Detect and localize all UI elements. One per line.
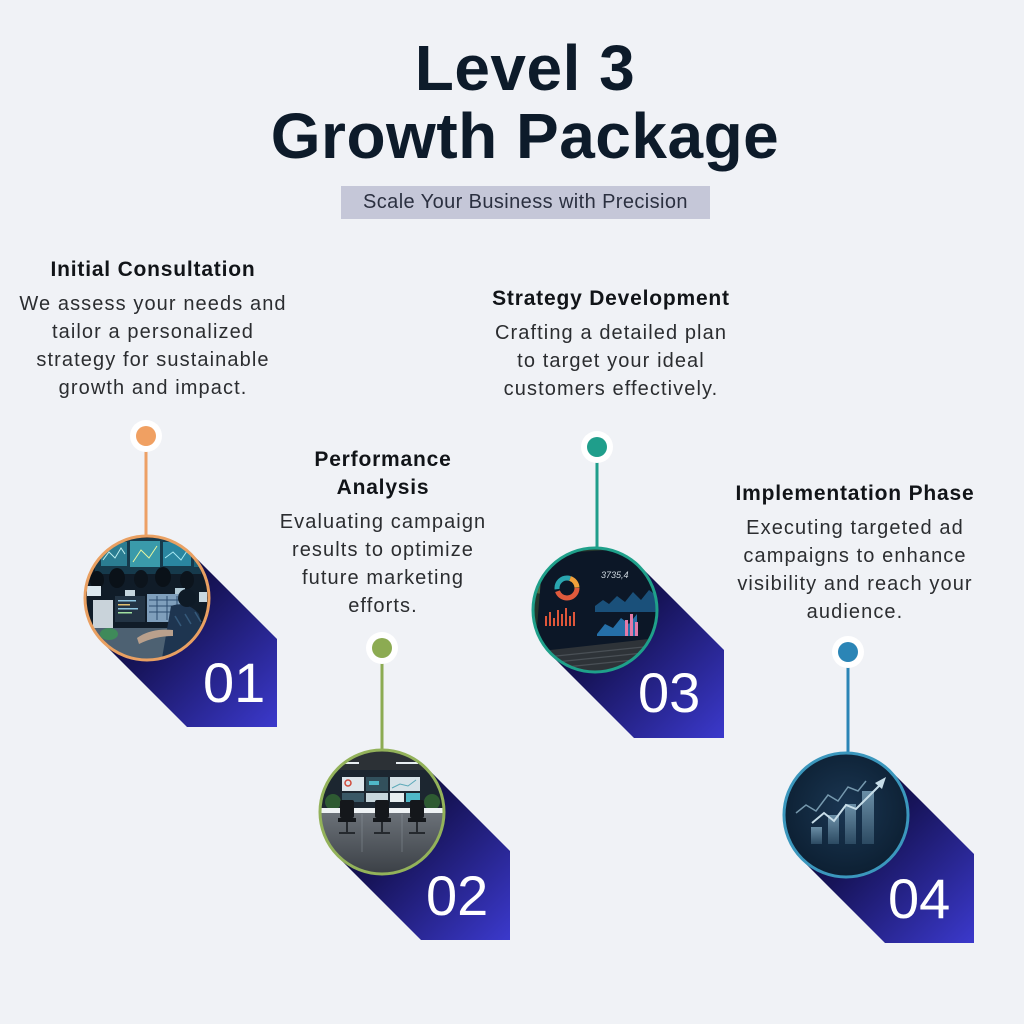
step-4-text: Implementation Phase Executing targeted … xyxy=(705,480,1005,626)
step-2-description-line: Evaluating campaign xyxy=(279,511,487,533)
step-3-number: 03 xyxy=(638,661,701,724)
step-2-number: 02 xyxy=(426,864,489,927)
page-title-line-1: Level 3 xyxy=(414,32,636,104)
step-1-number: 01 xyxy=(203,651,266,714)
step-4-graphic xyxy=(782,636,974,943)
step-3-title-line: Strategy Development xyxy=(492,287,730,310)
step-1-description-line: tailor a personalized xyxy=(51,321,255,343)
step-1-description-line: growth and impact. xyxy=(58,377,248,399)
step-3-image-ring xyxy=(531,546,659,674)
step-1-graphic xyxy=(83,420,277,727)
step-2-title: Performance Analysis xyxy=(233,446,533,502)
page-title-line-2: Growth Package xyxy=(270,100,780,172)
step-2-title-line: Analysis xyxy=(336,476,430,499)
step-4-number: 04 xyxy=(888,867,951,930)
step-4-title: Implementation Phase xyxy=(705,480,1005,508)
step-2-graphic xyxy=(318,632,510,940)
step-4-title-line: Implementation Phase xyxy=(735,482,975,505)
step-1-marker-dot xyxy=(130,420,162,452)
step-2-text: Performance Analysis Evaluating campaign… xyxy=(233,446,533,620)
step-1-image-ring xyxy=(83,534,211,662)
step-4-description-line: audience. xyxy=(806,601,904,623)
step-1-text: Initial Consultation We assess your need… xyxy=(3,256,303,402)
step-2-description: Evaluating campaign results to optimize … xyxy=(233,508,533,620)
step-4-description-line: visibility and reach your xyxy=(737,573,973,595)
step-3-marker-dot xyxy=(581,431,613,463)
step-3-image-caption: 3735,4 xyxy=(601,570,629,580)
step-2-description-line: results to optimize xyxy=(291,539,475,561)
step-1-title-line: Initial Consultation xyxy=(50,258,256,281)
step-3-graphic: 3735,4 xyxy=(531,431,724,738)
step-3-description-line: customers effectively. xyxy=(503,378,719,400)
step-2-description-line: efforts. xyxy=(348,595,418,617)
step-2-title-line: Performance xyxy=(314,448,452,471)
step-1-title: Initial Consultation xyxy=(3,256,303,284)
step-4-image xyxy=(784,753,908,877)
step-2-image-ring xyxy=(318,748,446,876)
step-2-marker-dot xyxy=(366,632,398,664)
step-4-description: Executing targeted ad campaigns to enhan… xyxy=(705,514,1005,626)
step-1-description-line: We assess your needs and xyxy=(19,293,287,315)
step-3-description-line: Crafting a detailed plan xyxy=(494,322,728,344)
subtitle-badge: Scale Your Business with Precision xyxy=(341,186,710,219)
arrow-up-icon xyxy=(875,777,886,789)
step-3-description: Crafting a detailed plan to target your … xyxy=(461,319,761,403)
step-1-description-line: strategy for sustainable xyxy=(36,349,270,371)
bar-chart-icon xyxy=(811,791,874,844)
step-4-description-line: campaigns to enhance xyxy=(743,545,967,567)
step-4-image-ring xyxy=(782,751,910,879)
step-2-description-line: future marketing xyxy=(301,567,465,589)
step-3-text: Strategy Development Crafting a detailed… xyxy=(461,285,761,403)
step-3-title: Strategy Development xyxy=(461,285,761,313)
step-4-description-line: Executing targeted ad xyxy=(746,517,964,539)
step-4-marker-dot xyxy=(832,636,864,668)
step-1-description: We assess your needs and tailor a person… xyxy=(3,290,303,402)
step-3-description-line: to target your ideal xyxy=(517,350,705,372)
